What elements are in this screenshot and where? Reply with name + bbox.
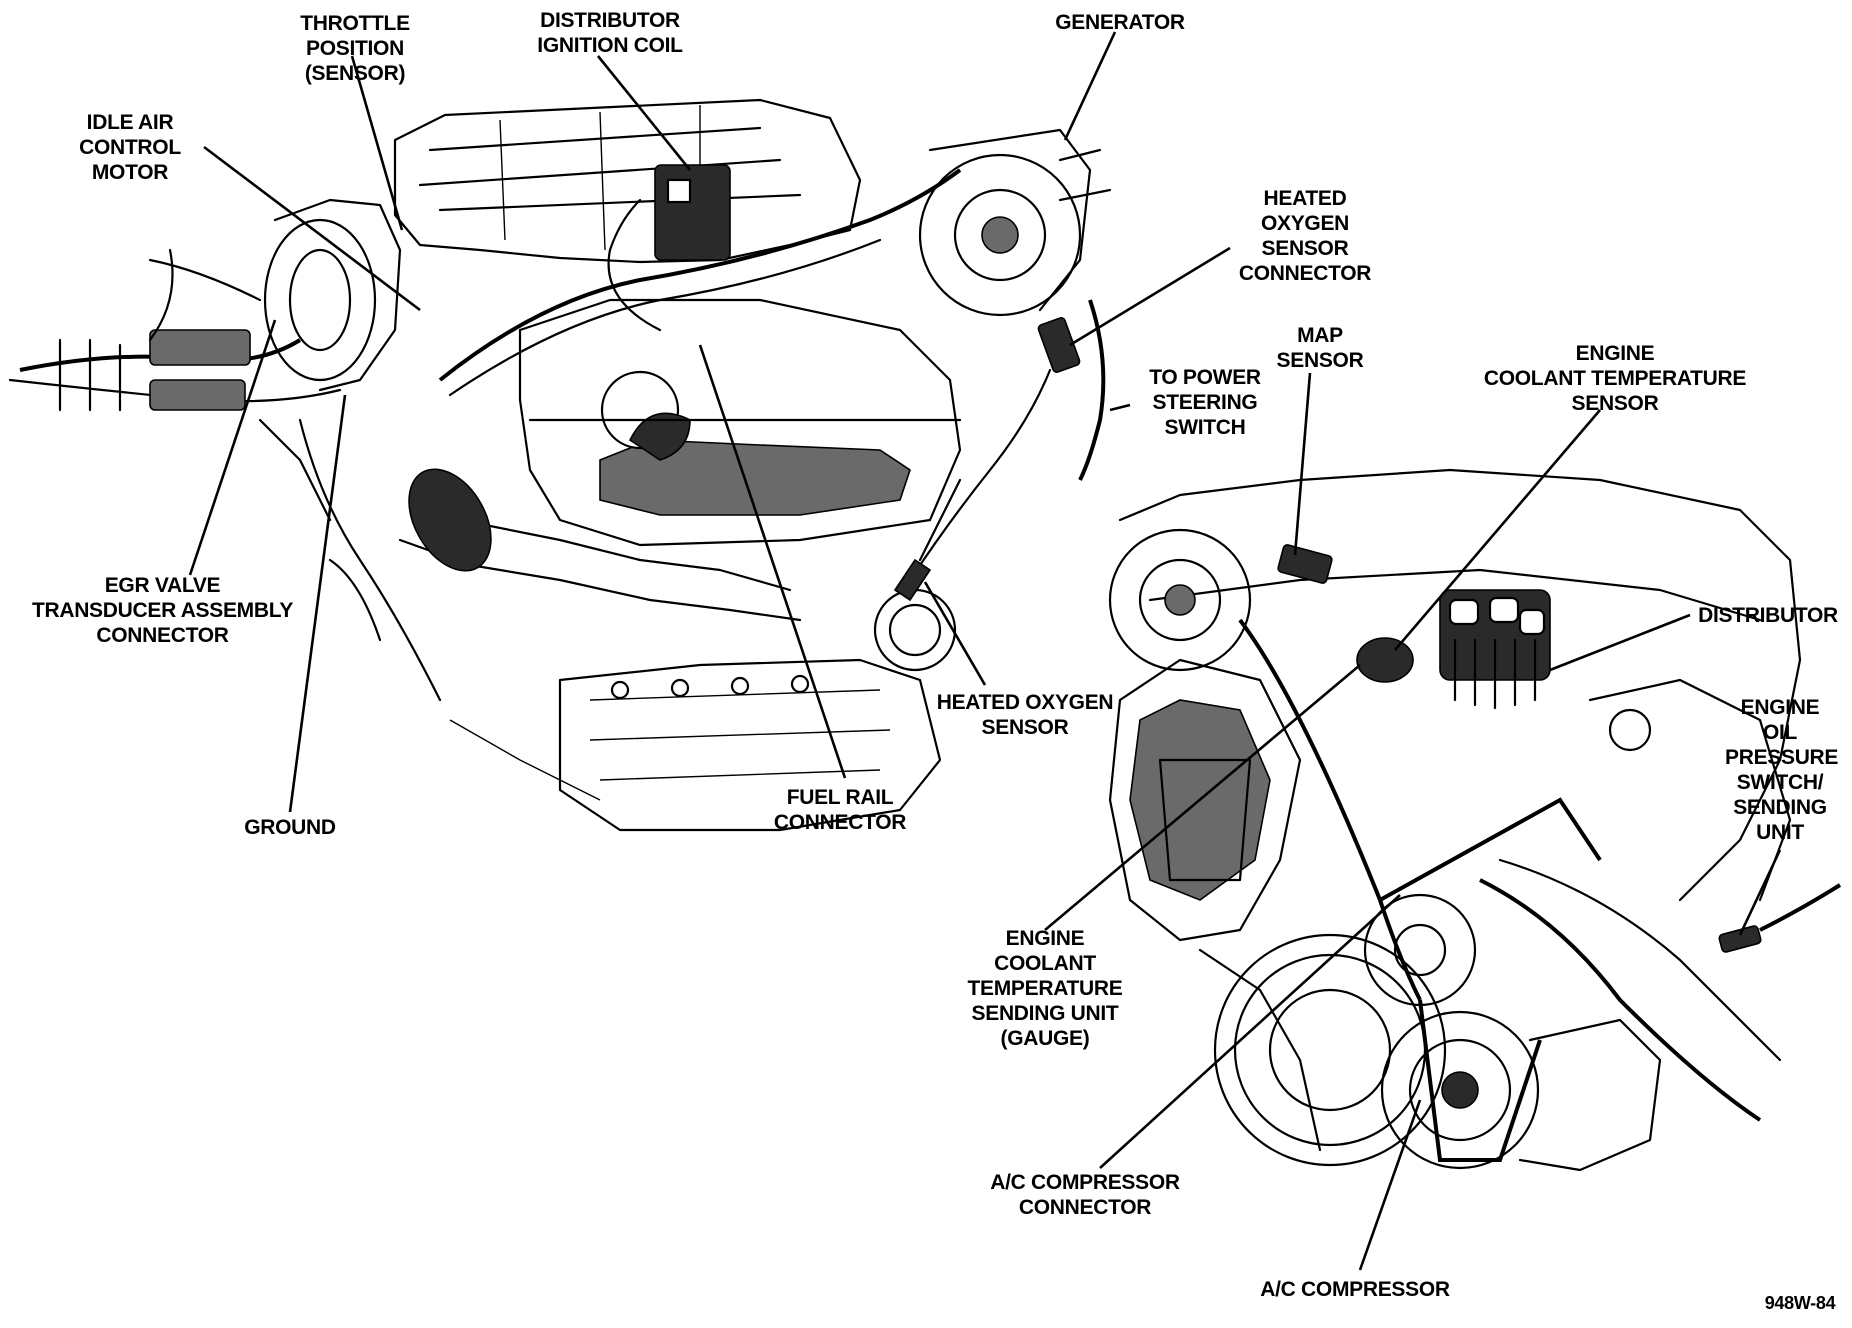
leader-ac-connector	[1099, 894, 1401, 1169]
label-to-power-steering-switch: TO POWER STEERING SWITCH	[1149, 366, 1261, 439]
label-engine-oil-pressure-switch: ENGINE OIL PRESSURE SWITCH/ SENDING UNIT	[1725, 696, 1839, 844]
label-generator: GENERATOR	[1055, 11, 1185, 34]
label-engine-coolant-temperature-sensor: ENGINE COOLANT TEMPERATURE SENSOR	[1483, 342, 1747, 415]
label-idle-air-control-motor: IDLE AIR CONTROL MOTOR	[79, 111, 181, 184]
leader-ac-compressor	[1358, 1099, 1422, 1271]
leader-idle-air-control	[203, 145, 421, 312]
leader-distributor	[1549, 613, 1691, 672]
leader-map-sensor	[1293, 372, 1312, 556]
label-fuel-rail-connector: FUEL RAIL CONNECTOR	[773, 786, 907, 834]
label-ac-compressor-connector: A/C COMPRESSOR CONNECTOR	[990, 1171, 1180, 1219]
leader-egr-valve	[188, 319, 277, 576]
leader-power-steering	[1109, 403, 1131, 412]
leader-throttle-position	[350, 55, 404, 231]
leader-oil-pressure	[1738, 849, 1782, 936]
label-ground: GROUND	[244, 816, 336, 839]
label-distributor: DISTRIBUTOR	[1698, 604, 1838, 627]
label-egr-valve-transducer: EGR VALVE TRANSDUCER ASSEMBLY CONNECTOR	[31, 574, 294, 647]
label-engine-coolant-temperature-sending-unit: ENGINE COOLANT TEMPERATURE SENDING UNIT …	[967, 927, 1123, 1050]
figure-code: 948W-84	[1764, 1293, 1836, 1313]
leader-heated-o2-sensor	[923, 581, 987, 686]
leader-lines	[188, 31, 1782, 1271]
label-heated-oxygen-sensor-connector: HEATED OXYGEN SENSOR CONNECTOR	[1238, 187, 1372, 285]
label-ac-compressor: A/C COMPRESSOR	[1260, 1278, 1450, 1301]
lower-engine-illustration	[1108, 468, 1842, 1172]
leader-coolant-sending-unit	[1044, 664, 1361, 931]
label-map-sensor: MAP SENSOR	[1276, 324, 1364, 372]
label-distributor-ignition-coil: DISTRIBUTOR IGNITION COIL	[537, 9, 683, 57]
upper-engine-illustration	[8, 98, 1112, 832]
label-heated-oxygen-sensor: HEATED OXYGEN SENSOR	[936, 691, 1114, 739]
leader-coolant-temp-sensor	[1394, 409, 1601, 651]
leader-fuel-rail	[698, 344, 847, 779]
leader-generator	[1063, 31, 1117, 141]
label-throttle-position: THROTTLE POSITION (SENSOR)	[300, 12, 410, 85]
leader-heated-o2-connector	[1069, 246, 1231, 347]
leader-ground	[288, 394, 347, 813]
leader-distributor-ignition-coil	[596, 55, 692, 171]
